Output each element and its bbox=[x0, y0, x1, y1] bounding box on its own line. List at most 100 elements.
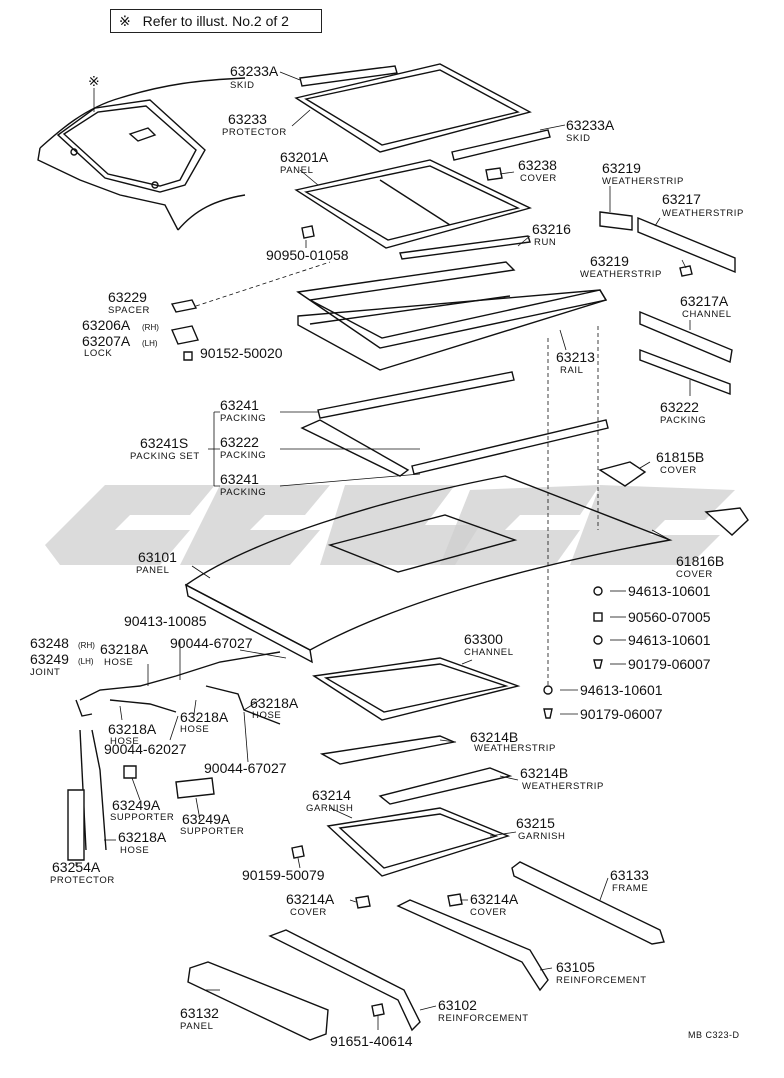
svg-text:PACKING: PACKING bbox=[220, 450, 266, 461]
reference-note-text: Refer to illust. No.2 of 2 bbox=[142, 13, 289, 29]
leader-lines bbox=[75, 71, 691, 1030]
callout-63217A-channel: 63217A CHANNEL bbox=[680, 293, 731, 320]
svg-text:WEATHERSTRIP: WEATHERSTRIP bbox=[602, 176, 684, 187]
sunroof-frame-part bbox=[296, 261, 608, 371]
svg-text:90159-50079: 90159-50079 bbox=[242, 867, 325, 883]
reference-mark-icon: ※ bbox=[119, 13, 131, 29]
svg-text:HOSE: HOSE bbox=[110, 736, 139, 747]
svg-text:90179-06007: 90179-06007 bbox=[580, 706, 663, 722]
callout-63216-run: 63216 RUN bbox=[532, 221, 571, 248]
svg-text:63218A: 63218A bbox=[100, 641, 149, 657]
lock-part bbox=[171, 325, 199, 345]
svg-text:PACKING: PACKING bbox=[220, 487, 266, 498]
svg-text:63218A: 63218A bbox=[250, 695, 299, 711]
leader-line bbox=[195, 261, 331, 307]
svg-text:90044-62027: 90044-62027 bbox=[104, 741, 187, 757]
callout-63217-weatherstrip: 63217 WEATHERSTRIP bbox=[662, 191, 744, 219]
svg-text:94613-10601: 94613-10601 bbox=[628, 583, 711, 599]
svg-text:HOSE: HOSE bbox=[104, 657, 133, 668]
callout-63101-panel: 63101 PANEL bbox=[136, 549, 177, 576]
callout-90950-01058: 90950-01058 bbox=[266, 247, 349, 263]
callout-63218A-hose-3: 63218A HOSE bbox=[108, 721, 157, 747]
svg-text:63249A: 63249A bbox=[112, 797, 161, 813]
callout-63229-spacer: 63229 SPACER bbox=[108, 289, 149, 316]
svg-text:HOSE: HOSE bbox=[120, 845, 149, 856]
svg-text:JOINT: JOINT bbox=[30, 667, 60, 678]
svg-text:PACKING: PACKING bbox=[660, 415, 706, 426]
spacer-part bbox=[170, 299, 198, 313]
cover-part bbox=[598, 461, 647, 487]
svg-text:63214A: 63214A bbox=[286, 891, 335, 907]
svg-text:63217: 63217 bbox=[662, 191, 701, 207]
callout-94613-10601-a: 94613-10601 bbox=[628, 583, 711, 599]
callout-63241S-packing-set: 63241S PACKING SET bbox=[130, 435, 199, 462]
callout-90179-06007-a: 90179-06007 bbox=[628, 656, 711, 672]
svg-text:RAIL: RAIL bbox=[560, 365, 584, 376]
svg-text:63219: 63219 bbox=[602, 160, 641, 176]
washer-part bbox=[543, 685, 553, 695]
svg-text:COVER: COVER bbox=[676, 569, 713, 580]
callout-63102-reinforcement: 63102 REINFORCEMENT bbox=[438, 997, 528, 1024]
svg-text:63219: 63219 bbox=[590, 253, 629, 269]
callout-61815B-cover: 61815B COVER bbox=[656, 449, 704, 476]
svg-text:63218A: 63218A bbox=[118, 829, 167, 845]
cover-part bbox=[704, 507, 749, 536]
callout-63218A-hose-4: 63218A HOSE bbox=[180, 709, 229, 735]
svg-text:94613-10601: 94613-10601 bbox=[580, 682, 663, 698]
svg-text:COVER: COVER bbox=[470, 907, 507, 918]
reinforcement-part bbox=[396, 899, 549, 992]
callout-63214-garnish: 63214 GARNISH bbox=[306, 787, 353, 814]
svg-text:WEATHERSTRIP: WEATHERSTRIP bbox=[662, 208, 744, 219]
svg-text:HOSE: HOSE bbox=[252, 710, 281, 721]
callout-63219-weatherstrip-low: 63219 WEATHERSTRIP bbox=[580, 253, 661, 280]
svg-text:63241S: 63241S bbox=[140, 435, 188, 451]
svg-text:63254A: 63254A bbox=[52, 859, 101, 875]
callout-63214A-cover-1: 63214A COVER bbox=[286, 891, 335, 918]
svg-text:90044-67027: 90044-67027 bbox=[170, 635, 253, 651]
bolt-part bbox=[593, 659, 603, 669]
svg-text:63215: 63215 bbox=[516, 815, 555, 831]
packing-strip-part bbox=[639, 348, 731, 396]
svg-text:PROTECTOR: PROTECTOR bbox=[222, 127, 287, 138]
clip-part bbox=[301, 225, 315, 239]
callout-63218A-hose-5: 63218A HOSE bbox=[118, 829, 167, 856]
svg-text:90560-07005: 90560-07005 bbox=[628, 609, 711, 625]
callout-63133-frame: 63133 FRAME bbox=[610, 867, 649, 894]
svg-text:90413-10085: 90413-10085 bbox=[124, 613, 207, 629]
callout-90159-50079: 90159-50079 bbox=[242, 867, 325, 883]
callout-63218A-hose-1: 63218A HOSE bbox=[100, 641, 149, 668]
svg-text:63233A: 63233A bbox=[566, 117, 615, 133]
svg-text:RUN: RUN bbox=[534, 237, 556, 248]
callout-63241-packing-top: 63241 PACKING bbox=[220, 397, 266, 424]
svg-text:63216: 63216 bbox=[532, 221, 571, 237]
callout-63214B-weatherstrip-2: 63214B WEATHERSTRIP bbox=[520, 765, 603, 792]
callout-63222-packing-right: 63222 PACKING bbox=[660, 399, 706, 426]
weatherstrip-part bbox=[319, 735, 457, 765]
svg-text:63249: 63249 bbox=[30, 651, 69, 667]
svg-text:COVER: COVER bbox=[520, 173, 557, 184]
svg-text:63300: 63300 bbox=[464, 631, 503, 647]
clip-part bbox=[291, 845, 305, 859]
svg-text:63229: 63229 bbox=[108, 289, 147, 305]
svg-text:63233: 63233 bbox=[228, 111, 267, 127]
svg-text:FRAME: FRAME bbox=[612, 883, 648, 894]
reference-note-box: ※ Refer to illust. No.2 of 2 bbox=[110, 9, 322, 33]
callout-63233A-skid-top: 63233A SKID bbox=[230, 63, 279, 91]
diagram-code: MB C323-D bbox=[688, 1030, 740, 1040]
callout-63249A-supporter-2: 63249A SUPPORTER bbox=[180, 811, 244, 837]
svg-text:63218A: 63218A bbox=[180, 709, 229, 725]
cover-part bbox=[355, 895, 371, 909]
svg-text:63241: 63241 bbox=[220, 471, 259, 487]
panel-part bbox=[187, 961, 329, 1041]
svg-text:SKID: SKID bbox=[566, 133, 591, 144]
watermark bbox=[45, 485, 735, 565]
callout-63201A-panel: 63201A PANEL bbox=[280, 149, 329, 176]
car-mark-icon: ※ bbox=[88, 73, 100, 89]
callout-63254A-protector: 63254A PROTECTOR bbox=[50, 859, 114, 886]
svg-text:PANEL: PANEL bbox=[180, 1021, 213, 1032]
callout-63214A-cover-2: 63214A COVER bbox=[470, 891, 519, 918]
svg-text:90044-67027: 90044-67027 bbox=[204, 760, 287, 776]
callout-63206A-63207A-lock: 63206A (RH) 63207A (LH) LOCK bbox=[82, 317, 159, 359]
svg-text:63241: 63241 bbox=[220, 397, 259, 413]
frame-part bbox=[511, 861, 665, 945]
